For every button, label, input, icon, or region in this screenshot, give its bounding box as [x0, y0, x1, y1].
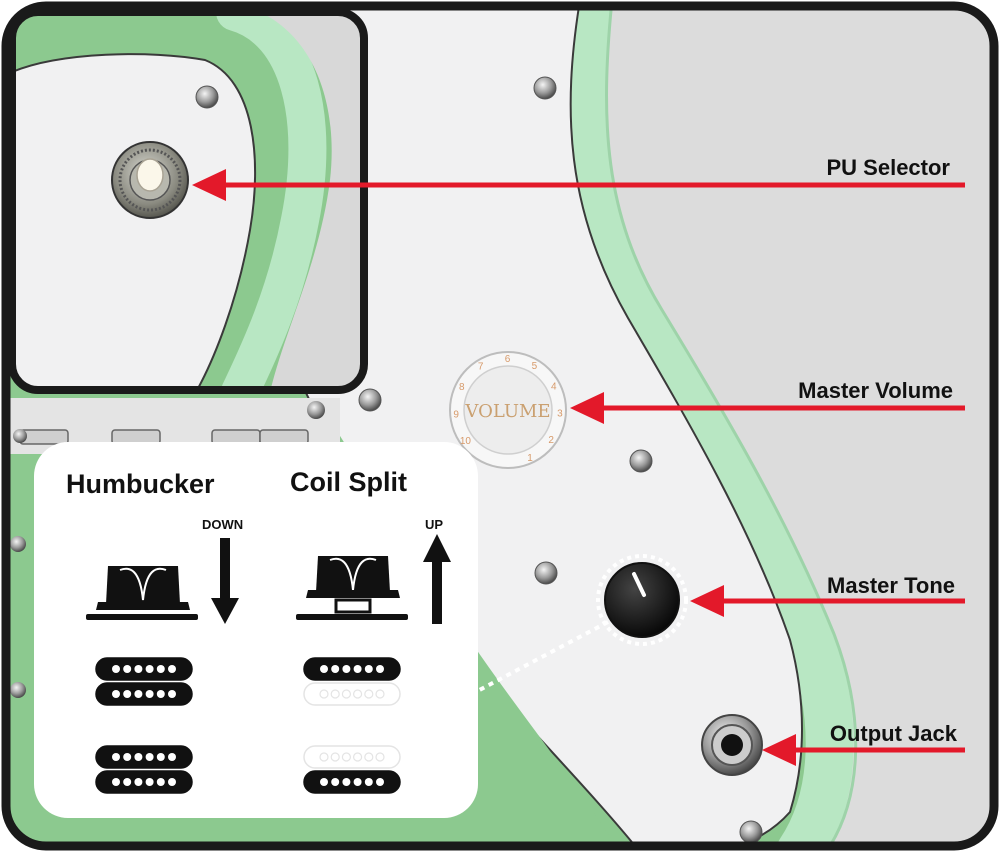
humbucker-title: Humbucker: [66, 469, 215, 499]
volume-knob-number: 5: [532, 361, 538, 372]
pickup-mode-inset: Humbucker Coil Split DOWN UP: [34, 442, 478, 818]
pickup-icon: [303, 657, 401, 794]
volume-knob-number: 6: [505, 354, 511, 365]
volume-knob-number: 9: [453, 410, 459, 421]
arrow-icon: [762, 734, 965, 766]
inset-frame: [8, 8, 368, 394]
arrow-icon: [690, 585, 965, 617]
pickup-mode-panel: [34, 442, 478, 818]
knob-icon: [86, 566, 198, 620]
volume-knob-numbers: 10 9 8 7 6 5 4 3 2 1: [453, 354, 563, 464]
knob-icon: [604, 562, 680, 638]
switch-icon: [111, 141, 189, 219]
arrow-icon: [211, 538, 239, 624]
inset-binding: [216, 12, 327, 390]
screw-icon: [358, 76, 763, 844]
volume-knob-number: 3: [557, 409, 563, 420]
arrow-icon: [192, 169, 965, 201]
pickup-icon: [95, 657, 193, 794]
tone-knob-highlight: [596, 554, 688, 646]
humbucker-direction: DOWN: [202, 517, 243, 532]
callout-arrows: [192, 169, 965, 766]
jack-icon: [701, 714, 763, 776]
inset-pickguard: [12, 53, 257, 390]
coil-split-direction: UP: [425, 517, 443, 532]
inset-background: [260, 12, 364, 390]
volume-knob-number: 1: [527, 453, 533, 464]
volume-knob: VOLUME 10 9 8 7 6 5 4 3 2 1: [449, 351, 567, 469]
volume-knob-number: 8: [459, 382, 465, 393]
volume-knob-label: VOLUME: [464, 401, 550, 422]
volume-knob-number: 7: [478, 362, 484, 373]
volume-knob-number: 10: [460, 436, 472, 447]
volume-knob-number: 4: [551, 381, 557, 392]
tone-knob: [596, 554, 688, 646]
bridge-screws: [10, 401, 325, 698]
binding-edge: [605, 6, 858, 846]
screw-icon: [195, 85, 219, 109]
callout-label-pu-selector: PU Selector: [827, 155, 951, 180]
body-binding: [558, 6, 854, 846]
arrow-icon: [423, 534, 451, 624]
callout-label-output-jack: Output Jack: [830, 721, 958, 746]
volume-knob-number: 2: [548, 435, 554, 446]
tone-knob-pointer: [632, 572, 646, 597]
callout-label-master-volume: Master Volume: [798, 378, 953, 403]
callout-label-master-tone: Master Tone: [827, 573, 955, 598]
knob-icon: [296, 556, 408, 620]
pu-selector-inset: [8, 8, 368, 394]
arrow-icon: [570, 392, 965, 424]
tone-inset-link: [469, 620, 609, 697]
coil-split-title: Coil Split: [290, 467, 407, 497]
